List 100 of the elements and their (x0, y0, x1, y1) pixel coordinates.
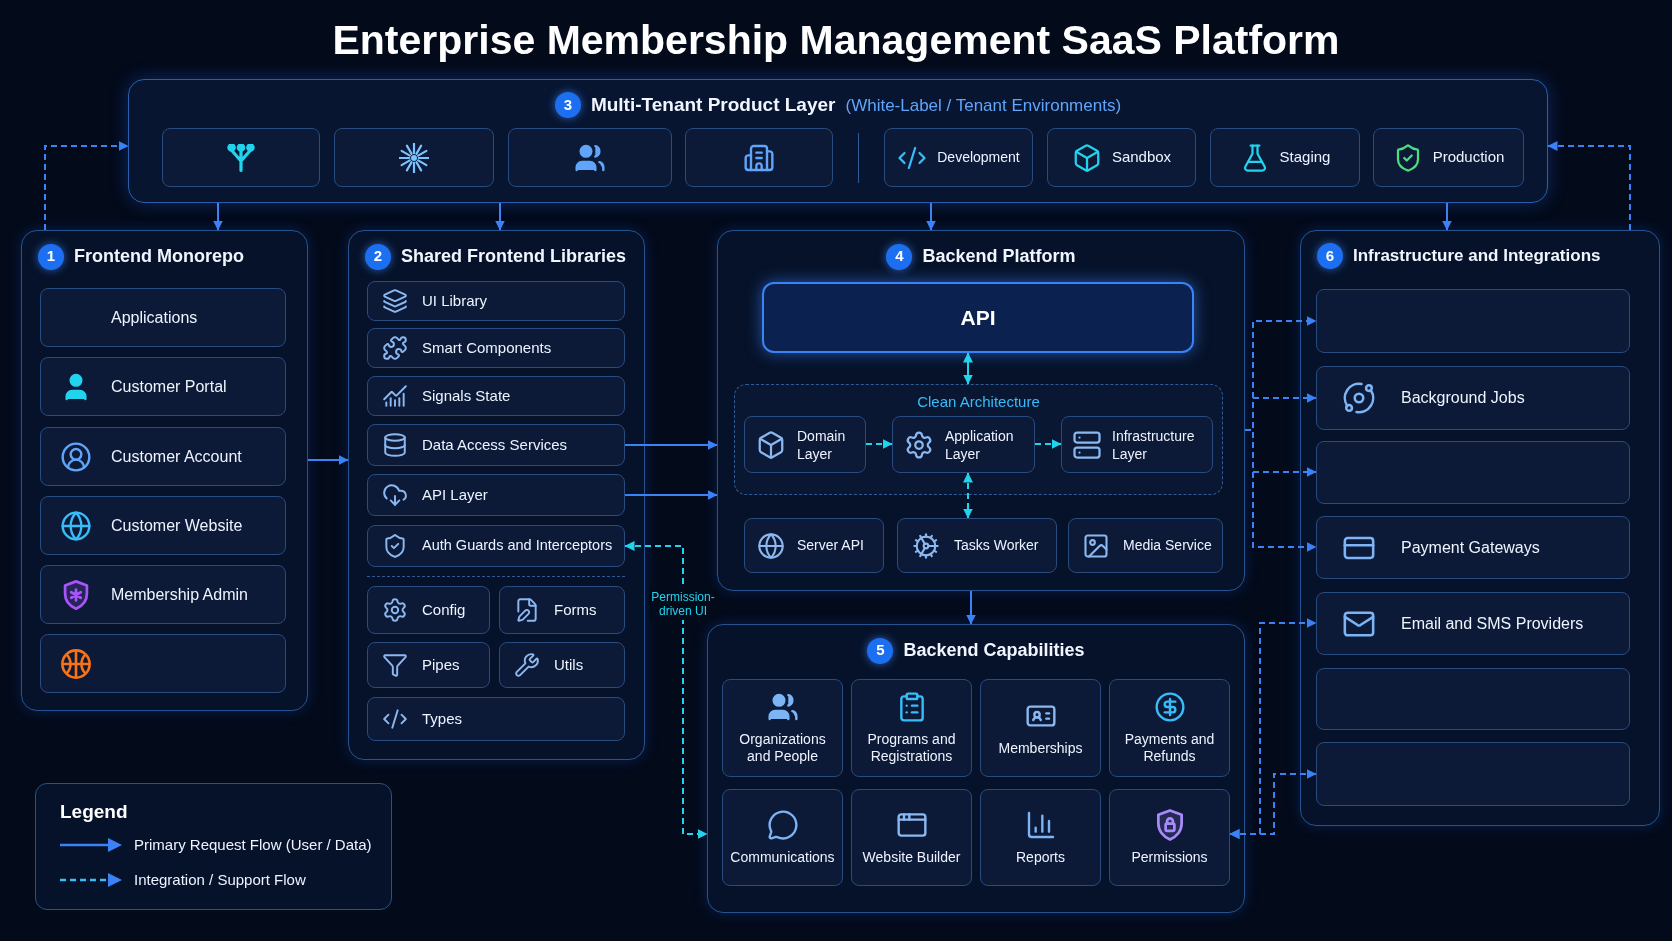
module-card (367, 281, 625, 321)
arrow (307, 455, 349, 465)
tenant-tile (1210, 128, 1360, 187)
step-number: 2 (365, 243, 391, 270)
arrow (1034, 439, 1062, 449)
tenant-tile (1373, 128, 1524, 187)
panel-heading: Backend Capabilities (903, 639, 1085, 662)
step-number: 4 (886, 243, 913, 270)
arrow (1244, 429, 1317, 552)
module-card (367, 424, 625, 466)
capability-label: Permissions (1131, 849, 1208, 866)
module-card (1316, 742, 1630, 806)
panel-heading: Infrastructure and Integrations (1353, 245, 1601, 268)
step-number: 6 (1317, 243, 1343, 269)
group-panel (21, 230, 308, 711)
module-label: Types (422, 708, 464, 729)
capability-tile (851, 789, 972, 886)
panel-heading: Backend Platform (922, 245, 1076, 268)
group-panel (707, 624, 1245, 913)
panel-heading: Frontend Monorepo (74, 245, 244, 268)
module-label: Membership Admin (111, 584, 249, 605)
arrow (865, 439, 893, 449)
module-card (1061, 416, 1213, 473)
module-card (1316, 366, 1630, 430)
tenant-tile (1047, 128, 1196, 187)
arrow (44, 141, 129, 231)
module-card (1316, 516, 1630, 579)
module-card (367, 474, 625, 516)
module-card (40, 496, 286, 555)
module-label: Domain Layer (797, 426, 847, 463)
module-card (367, 328, 625, 368)
module-card (367, 586, 490, 634)
capability-label: Organizations and People (738, 731, 827, 765)
module-label: Pipes (422, 654, 461, 675)
capability-label: Website Builder (862, 849, 961, 866)
capability-tile (980, 789, 1101, 886)
module-label: Applications (111, 307, 199, 328)
arrow (624, 490, 718, 500)
module-card (1316, 592, 1630, 655)
module-label: Data Access Services (422, 434, 569, 455)
capability-label: Memberships (998, 739, 1083, 757)
module-card (40, 357, 286, 416)
module-label: Utils (554, 654, 585, 675)
arrow (1547, 141, 1631, 231)
module-label: Email and SMS Providers (1401, 613, 1585, 634)
tenant-tile (685, 128, 833, 187)
group-panel (1300, 230, 1660, 826)
arrow (926, 202, 936, 231)
capability-label: Payments and Refunds (1123, 731, 1216, 765)
legend-label: Primary Request Flow (User / Data) (134, 835, 372, 855)
capability-label: Reports (1016, 849, 1065, 866)
tile-label: Development (937, 148, 1020, 167)
edge-label: Permission-driven UI (649, 588, 717, 620)
legend-title: Legend (60, 800, 128, 824)
page-title: Enterprise Membership Management SaaS Platform (332, 16, 1340, 65)
module-label: Payment Gateways (1401, 537, 1541, 558)
module-card (1316, 289, 1630, 353)
module-card (1068, 518, 1223, 573)
panel-heading: Shared Frontend Libraries (401, 245, 627, 268)
api-title: API (960, 304, 996, 331)
module-card (367, 697, 625, 741)
module-card (40, 288, 286, 347)
tenant-tile (162, 128, 320, 187)
tile-label: Staging (1279, 147, 1331, 168)
group-panel (348, 230, 645, 760)
module-card (40, 634, 286, 693)
arrow (213, 202, 223, 231)
module-card (499, 586, 625, 634)
capability-tile (722, 679, 843, 777)
arrow (1442, 202, 1452, 231)
panel-heading: Clean Architecture (917, 392, 1040, 412)
arrow (1229, 769, 1317, 839)
module-label: Customer Portal (111, 376, 228, 397)
capability-tile (1109, 679, 1230, 777)
module-card (1316, 441, 1630, 504)
tenant-tile (508, 128, 672, 187)
arrow (963, 472, 973, 519)
module-card (897, 518, 1057, 573)
panel-heading: Multi-Tenant Product Layer (590, 93, 836, 117)
module-card (499, 642, 625, 688)
module-label: API Layer (422, 484, 489, 505)
module-label: Application Layer (945, 426, 1015, 463)
arrow (624, 541, 708, 839)
group-panel (717, 230, 1245, 591)
module-label: Customer Account (111, 446, 243, 467)
module-card (40, 427, 286, 486)
module-label: Tasks Worker (954, 536, 1040, 555)
module-label: Infrastructure Layer (1112, 426, 1196, 463)
module-label: Auth Guards and Interceptors (422, 536, 614, 556)
capability-tile (851, 679, 972, 777)
architecture-panel (734, 384, 1223, 495)
capability-label: Programs and Registrations (866, 731, 957, 765)
step-number: 1 (38, 243, 64, 270)
module-card (744, 518, 884, 573)
module-card (40, 565, 286, 624)
module-label: Background Jobs (1401, 388, 1526, 408)
module-label: Customer Website (111, 515, 244, 536)
panel-subtitle: (White-Label / Tenant Environments) (845, 94, 1122, 117)
layer-panel (128, 79, 1548, 203)
module-card (744, 416, 866, 473)
